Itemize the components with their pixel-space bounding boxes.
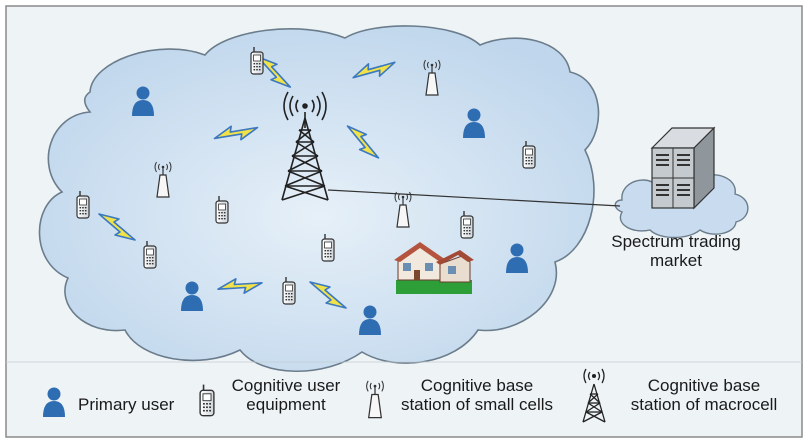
legend-macrocell-tower-icon	[582, 368, 606, 423]
legend-cue-line1: Cognitive user	[231, 376, 341, 395]
legend-small-bs-line2: station of small cells	[400, 395, 554, 414]
market-label-line2: market	[650, 251, 702, 270]
macrocell-tower-icon	[281, 91, 329, 201]
spectrum-market-label: Spectrum trading market	[595, 232, 757, 270]
legend-cognitive-ue-label: Cognitive user equipment	[222, 376, 350, 414]
legend-cue-line2: equipment	[246, 395, 326, 414]
legend-small-bs-line1: Cognitive base	[420, 376, 534, 395]
house-icon	[394, 242, 474, 294]
legend-primary-user-label: Primary user	[78, 395, 175, 414]
network-cloud	[38, 25, 600, 373]
legend-macro-bs-line2: station of macrocell	[630, 395, 778, 414]
legend-macro-bs-line1: Cognitive base	[647, 376, 761, 395]
market-label-line1: Spectrum trading	[611, 232, 741, 251]
legend-small-cell-bs-label: Cognitive base station of small cells	[383, 376, 571, 414]
wired-link	[327, 189, 621, 207]
legend-macro-bs-label: Cognitive base station of macrocell	[611, 376, 797, 414]
server-rack-icon	[650, 126, 716, 210]
